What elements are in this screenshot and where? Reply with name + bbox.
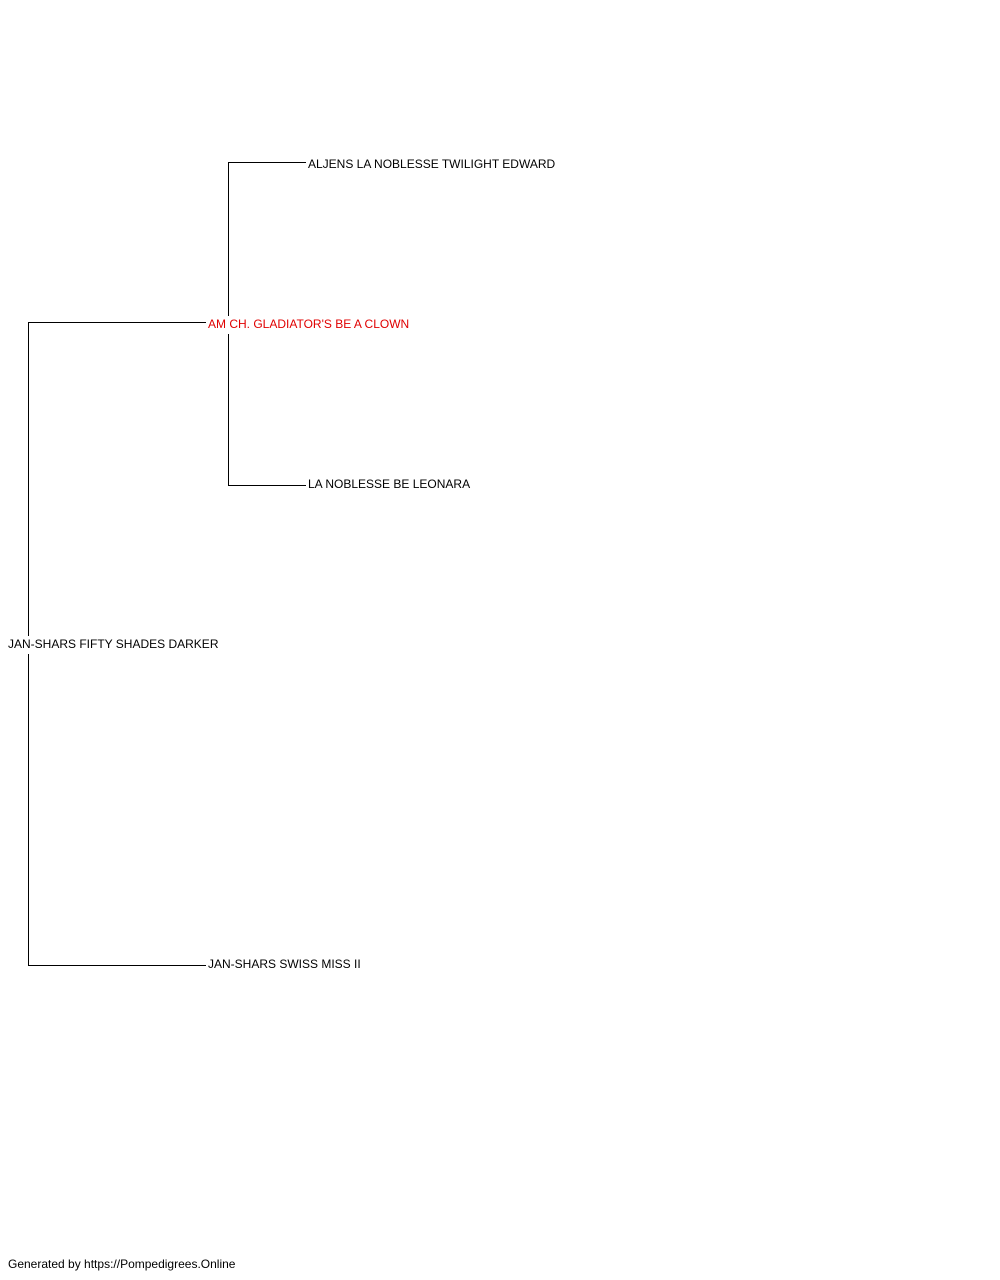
sire-sire-dog-name[interactable]: ALJENS LA NOBLESSE TWILIGHT EDWARD: [308, 157, 556, 171]
subject-dog-name[interactable]: JAN-SHARS FIFTY SHADES DARKER: [8, 637, 219, 651]
generated-by-footer: Generated by https://Pompedigrees.Online: [8, 1257, 236, 1271]
sire-dog-name[interactable]: AM CH. GLADIATOR'S BE A CLOWN: [208, 317, 410, 331]
dam-dog-name[interactable]: JAN-SHARS SWISS MISS II: [208, 957, 361, 971]
sire-dam-dog-name[interactable]: LA NOBLESSE BE LEONARA: [308, 477, 471, 491]
